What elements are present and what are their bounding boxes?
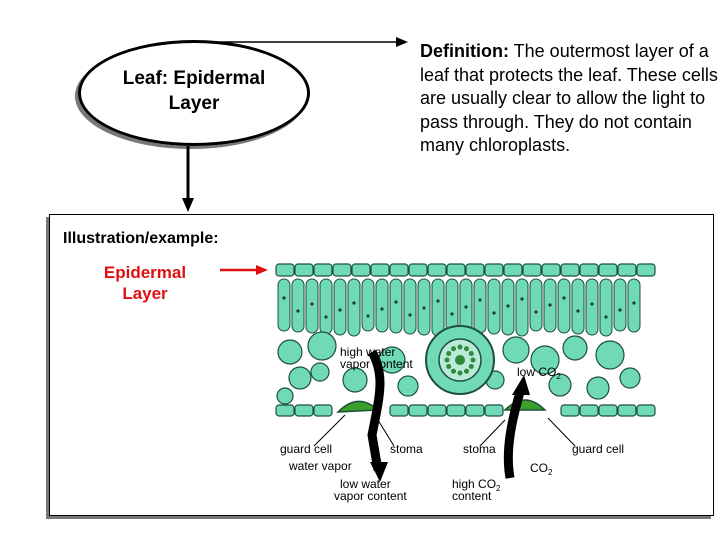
concept-oval <box>78 40 310 146</box>
definition-label: Definition: <box>420 41 509 61</box>
illustration-heading: Illustration/example: <box>63 230 219 247</box>
lower-epidermis <box>275 404 656 417</box>
label-low-water: low water <box>340 477 391 491</box>
definition-text: Definition: The outermost layer of a lea… <box>420 40 720 158</box>
water-vapor-arrow <box>367 349 385 471</box>
concept-title: Leaf: Epidermal Layer <box>122 68 266 114</box>
definition-body: The outermost layer of a leaf that prote… <box>420 41 718 155</box>
guard-cell-left <box>336 400 380 413</box>
illustration-box <box>49 214 714 516</box>
upper-epidermis <box>275 263 656 277</box>
label-co2: CO2 <box>530 461 553 477</box>
label-high-co2-2: content <box>452 489 492 503</box>
co2-arrow <box>503 390 525 479</box>
label-high-water-2: vapor content <box>340 357 413 371</box>
arrow-head-illustration <box>182 198 194 212</box>
epidermal-pointer-head <box>256 265 268 275</box>
label-guard-cell-right: guard cell <box>572 442 624 456</box>
co2-arrow-head <box>512 375 530 395</box>
vascular-bundle <box>425 325 495 395</box>
label-guard-cell-left: guard cell <box>280 442 332 456</box>
spongy-mesophyll <box>276 331 641 405</box>
label-high-water: high water <box>340 345 395 359</box>
water-vapor-arrow-head <box>370 462 388 482</box>
label-stoma-left: stoma <box>390 442 423 456</box>
label-high-co2: high CO2 <box>452 477 501 493</box>
palisade-layer <box>277 278 641 337</box>
label-water-vapor: water vapor <box>288 459 352 473</box>
label-low-co2: low CO2 <box>517 365 561 381</box>
leader-lines <box>313 414 576 447</box>
arrow-head-definition <box>396 37 408 47</box>
label-low-water-2: vapor content <box>334 489 407 503</box>
epidermal-layer-label: Epidermal Layer <box>103 263 187 303</box>
label-stoma-right: stoma <box>463 442 496 456</box>
